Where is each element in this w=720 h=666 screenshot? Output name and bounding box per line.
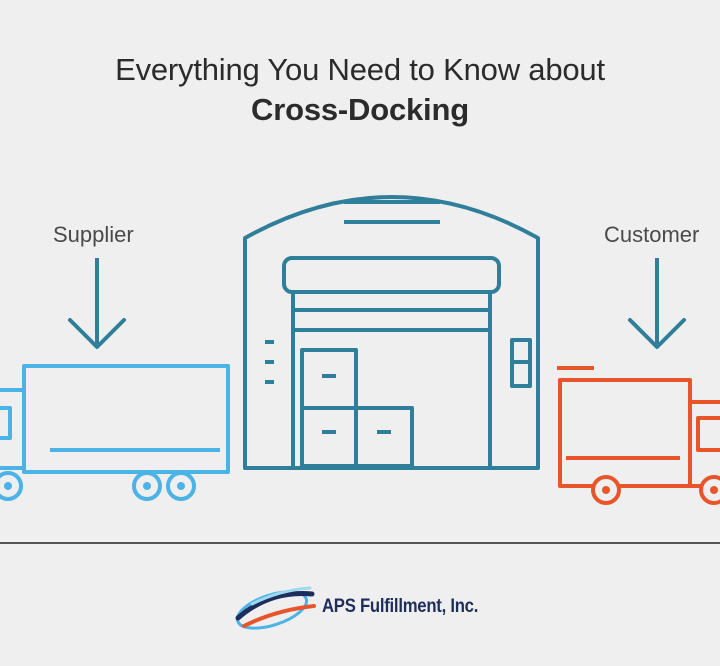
customer-truck-icon [557, 366, 720, 505]
customer-arrow-icon [628, 258, 686, 349]
aps-swoosh-logo-icon [235, 586, 316, 630]
supplier-arrow-icon [68, 258, 126, 349]
cargo-boxes-icon [300, 348, 414, 468]
warehouse-icon [243, 195, 540, 470]
customer-label: Customer [604, 222, 700, 247]
company-name: APS Fulfillment, Inc. [322, 596, 479, 617]
company-logo: APS Fulfillment, Inc. [230, 580, 510, 636]
supplier-truck-icon [0, 364, 230, 501]
supplier-label: Supplier [53, 222, 134, 247]
title-line-1: Everything You Need to Know about [115, 52, 605, 87]
title-line-2: Cross-Docking [251, 92, 469, 127]
